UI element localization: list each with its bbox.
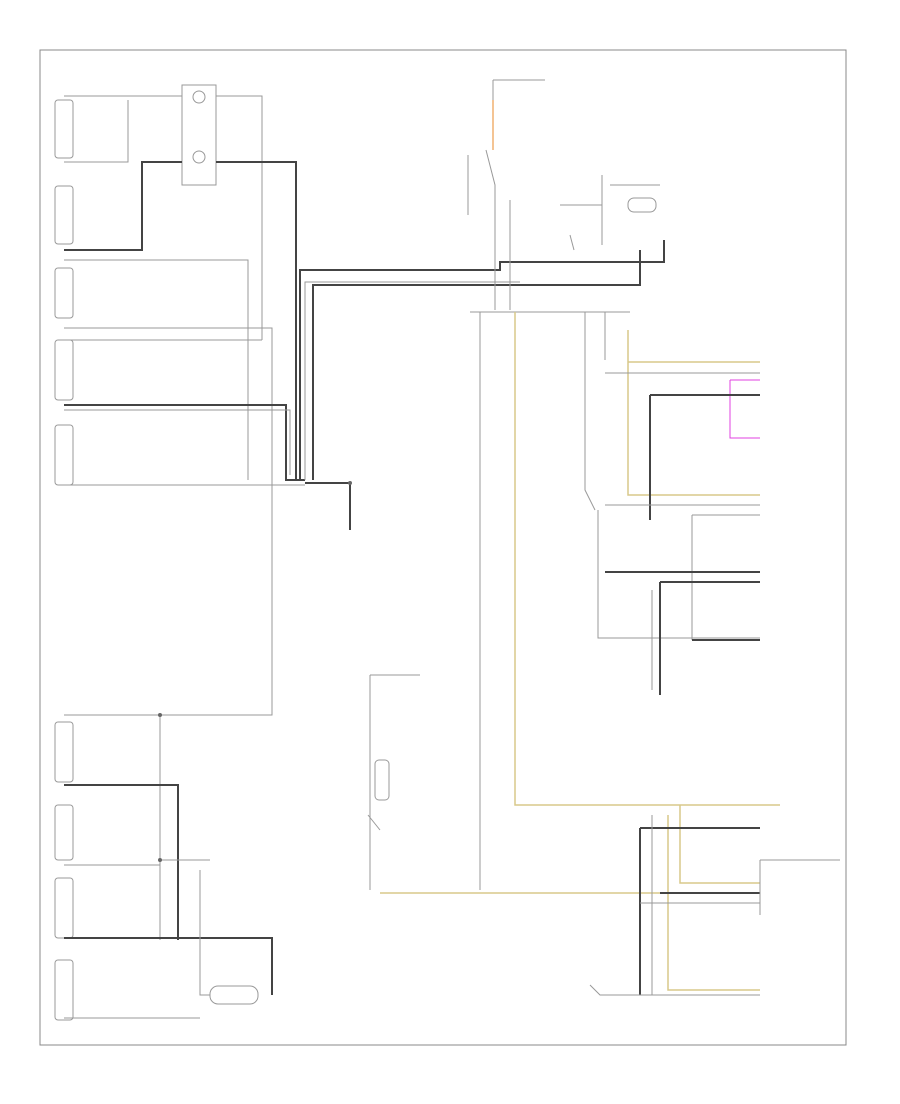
wire [64, 327, 273, 716]
wire-yellow [679, 805, 760, 884]
wire-yellow [627, 330, 760, 496]
switch-component [54, 721, 74, 783]
ground-wire [305, 482, 351, 530]
wire-magenta [729, 379, 760, 439]
left-switch-group-top [54, 99, 74, 486]
relay-coil [374, 759, 390, 801]
wire [759, 859, 840, 915]
wire-dark [639, 827, 760, 995]
wire-dark [64, 161, 305, 481]
wire-dark [64, 404, 305, 481]
wire [64, 100, 129, 163]
wire-yellow [667, 815, 760, 991]
wire [64, 259, 249, 480]
motor-component [209, 985, 259, 1005]
switch-component [54, 804, 74, 861]
gauge-lamp [192, 150, 206, 164]
wire [601, 175, 660, 245]
bundle-dark [312, 250, 641, 480]
splice [158, 713, 162, 717]
switch-component [54, 877, 74, 939]
switch-component [54, 339, 74, 401]
diagram-frame [39, 49, 847, 1046]
switch-component [54, 185, 74, 245]
switch-contact [367, 814, 381, 831]
wire [584, 312, 596, 511]
wire [560, 204, 603, 245]
wire [369, 674, 420, 890]
wire [64, 409, 291, 475]
wire [640, 902, 760, 996]
wire-dark [64, 937, 273, 995]
wire [304, 281, 520, 480]
wire-dark [649, 394, 760, 520]
wire [64, 95, 263, 340]
wire [597, 510, 760, 639]
wire [199, 870, 210, 996]
gauge-lamp [192, 90, 206, 104]
switch-component [54, 959, 74, 1021]
bundle-dark [299, 240, 665, 480]
switch-contact [569, 234, 575, 251]
wire-dark [64, 784, 179, 940]
switch-contact [467, 149, 496, 215]
switch-contact [589, 984, 640, 996]
wire-yellow [514, 312, 780, 806]
gauge-box [181, 84, 217, 186]
switch-component [54, 424, 74, 486]
wire [691, 514, 760, 640]
switch-component [54, 99, 74, 159]
splice [348, 481, 352, 485]
wire-dark [659, 581, 760, 695]
wire [492, 79, 545, 100]
left-switch-group-bottom [54, 721, 74, 1021]
indicator-lamp [627, 197, 657, 213]
splice [158, 858, 162, 862]
switch-component [54, 267, 74, 319]
